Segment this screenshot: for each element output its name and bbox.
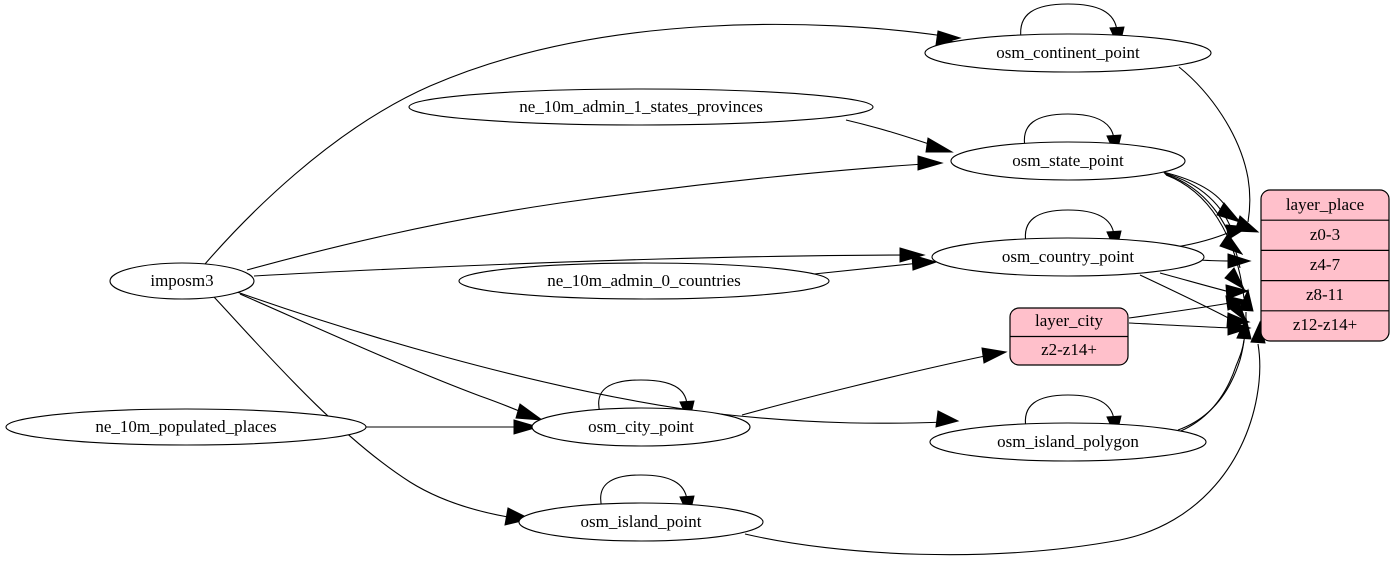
node-ne_10m_admin_1_states_provinces[interactable]: ne_10m_admin_1_states_provinces — [408, 88, 874, 126]
node-label-osm_island_polygon: osm_island_polygon — [997, 432, 1139, 451]
node-layer_place[interactable]: layer_place z0-3 z4-7 z8-11 z12-z14+ — [1260, 189, 1390, 342]
node-label-osm_island_point: osm_island_point — [581, 512, 702, 531]
edge-osm_country_point-to-layer_place-z4-7 — [1199, 253, 1252, 269]
node-label-ne_10m_admin_1_states_provinces: ne_10m_admin_1_states_provinces — [519, 97, 763, 116]
node-ne_10m_populated_places[interactable]: ne_10m_populated_places — [5, 408, 367, 446]
edge-osm_country_point-to-layer_place-z0-3 — [1175, 224, 1250, 248]
nodes-layer: imposm3 ne_10m_admin_1_states_provinces … — [5, 33, 1390, 542]
edge-osm_island_polygon-to-layer_place-z12-z14+ — [1175, 316, 1252, 434]
layer_place-row-z0-3[interactable]: z0-3 — [1310, 225, 1340, 244]
edge-imposm3-to-osm_state_point — [246, 155, 944, 271]
layer_place-row-z12-z14plus[interactable]: z12-z14+ — [1293, 315, 1357, 334]
edge-imposm3-to-osm_continent_point — [204, 23, 962, 265]
layer_place-title: layer_place — [1286, 195, 1364, 214]
node-label-osm_country_point: osm_country_point — [1002, 247, 1134, 266]
edge-ne_10m_populated_places-to-osm_city_point — [366, 419, 540, 435]
edge-osm_state_point-to-layer_place-z8-11 — [1164, 173, 1246, 291]
node-label-osm_state_point: osm_state_point — [1012, 151, 1124, 170]
edge-layer_city-to-layer_place-z12-z14+ — [1128, 320, 1252, 336]
edge-ne_10m_admin_0_countries-to-osm_country_point — [813, 254, 938, 275]
edge-imposm3-to-osm_island_point — [213, 296, 532, 526]
node-osm_continent_point[interactable]: osm_continent_point — [924, 33, 1212, 73]
node-layer_city[interactable]: layer_city z2-z14+ — [1009, 307, 1129, 366]
edge-osm_city_point-to-layer_city-z2-z14 — [741, 347, 1008, 416]
edge-imposm3-to-osm_city_point — [239, 293, 544, 421]
edge-ne_10m_admin_1_states_provinces-to-osm_state_point — [845, 119, 954, 153]
node-imposm3[interactable]: imposm3 — [109, 262, 255, 300]
node-label-osm_continent_point: osm_continent_point — [996, 43, 1140, 62]
node-label-imposm3: imposm3 — [150, 271, 213, 290]
layer_city-title: layer_city — [1035, 311, 1103, 330]
node-label-ne_10m_admin_0_countries: ne_10m_admin_0_countries — [547, 271, 741, 290]
node-osm_country_point[interactable]: osm_country_point — [931, 237, 1205, 277]
edges-layer — [204, 3, 1266, 556]
layer_place-row-z8-11[interactable]: z8-11 — [1306, 285, 1344, 304]
node-ne_10m_admin_0_countries[interactable]: ne_10m_admin_0_countries — [458, 262, 830, 300]
node-osm_island_point[interactable]: osm_island_point — [518, 502, 764, 542]
node-osm_city_point[interactable]: osm_city_point — [531, 407, 751, 447]
node-label-ne_10m_populated_places: ne_10m_populated_places — [95, 417, 276, 436]
edge-osm_state_point-to-layer_place-z0-3 — [1162, 171, 1242, 223]
edge-imposm3-to-osm_island_polygon — [236, 291, 960, 428]
node-label-osm_city_point: osm_city_point — [588, 417, 694, 436]
edge-layer_city-to-layer_place-z8-11 — [1128, 295, 1250, 319]
node-osm_island_polygon[interactable]: osm_island_polygon — [929, 422, 1207, 462]
layer_city-row-z2-z14plus[interactable]: z2-z14+ — [1041, 340, 1097, 359]
edge-osm_country_point-to-layer_place-z8-11 — [1159, 272, 1250, 300]
layer_place-row-z4-7[interactable]: z4-7 — [1310, 255, 1341, 274]
node-osm_state_point[interactable]: osm_state_point — [950, 141, 1186, 181]
